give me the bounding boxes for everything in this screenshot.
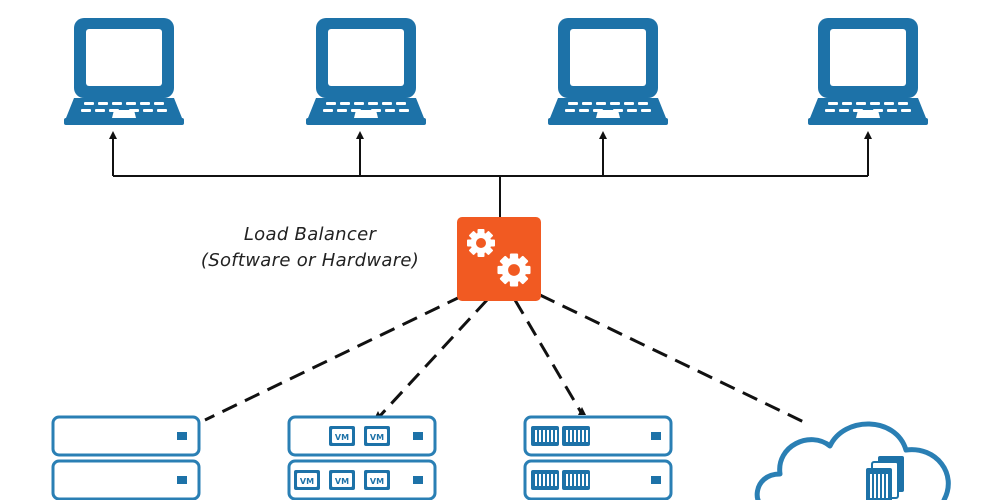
- container-server-icon: [523, 415, 673, 500]
- vm-chip: VM: [294, 470, 320, 490]
- vm-badge-label: VM: [335, 433, 349, 442]
- client-connector-lines: [109, 131, 872, 217]
- container-icon: [531, 470, 559, 490]
- gears-icon: [497, 253, 531, 287]
- vm-badge-label: VM: [370, 477, 384, 486]
- load-balancer-subtitle: (Software or Hardware): [200, 250, 420, 271]
- vm-chip: VM: [329, 426, 355, 446]
- load-balancer-icon: [457, 217, 541, 301]
- rack-server-icon: [51, 415, 201, 500]
- vm-server-icon: VM VM VM VM VM: [287, 415, 437, 500]
- vm-chip: VM: [364, 470, 390, 490]
- vm-chip: VM: [364, 426, 390, 446]
- laptop-icon: [306, 18, 426, 125]
- load-balancer-title: Load Balancer: [243, 224, 377, 245]
- vm-badge-label: VM: [370, 433, 384, 442]
- cloud-icon: [754, 421, 951, 500]
- backend-connector-lines: [204, 293, 809, 426]
- laptop-icon: [64, 18, 184, 125]
- laptop-icon: [548, 18, 668, 125]
- container-stack-icon: [866, 456, 904, 500]
- container-icon: [562, 426, 590, 446]
- laptop-icon: [808, 18, 928, 125]
- container-icon: [562, 470, 590, 490]
- vm-chip: VM: [329, 470, 355, 490]
- vm-badge-label: VM: [300, 477, 314, 486]
- vm-badge-label: VM: [335, 477, 349, 486]
- gears-icon: [467, 229, 495, 257]
- load-balancer-label: Load Balancer (Software or Hardware): [170, 222, 450, 274]
- container-icon: [531, 426, 559, 446]
